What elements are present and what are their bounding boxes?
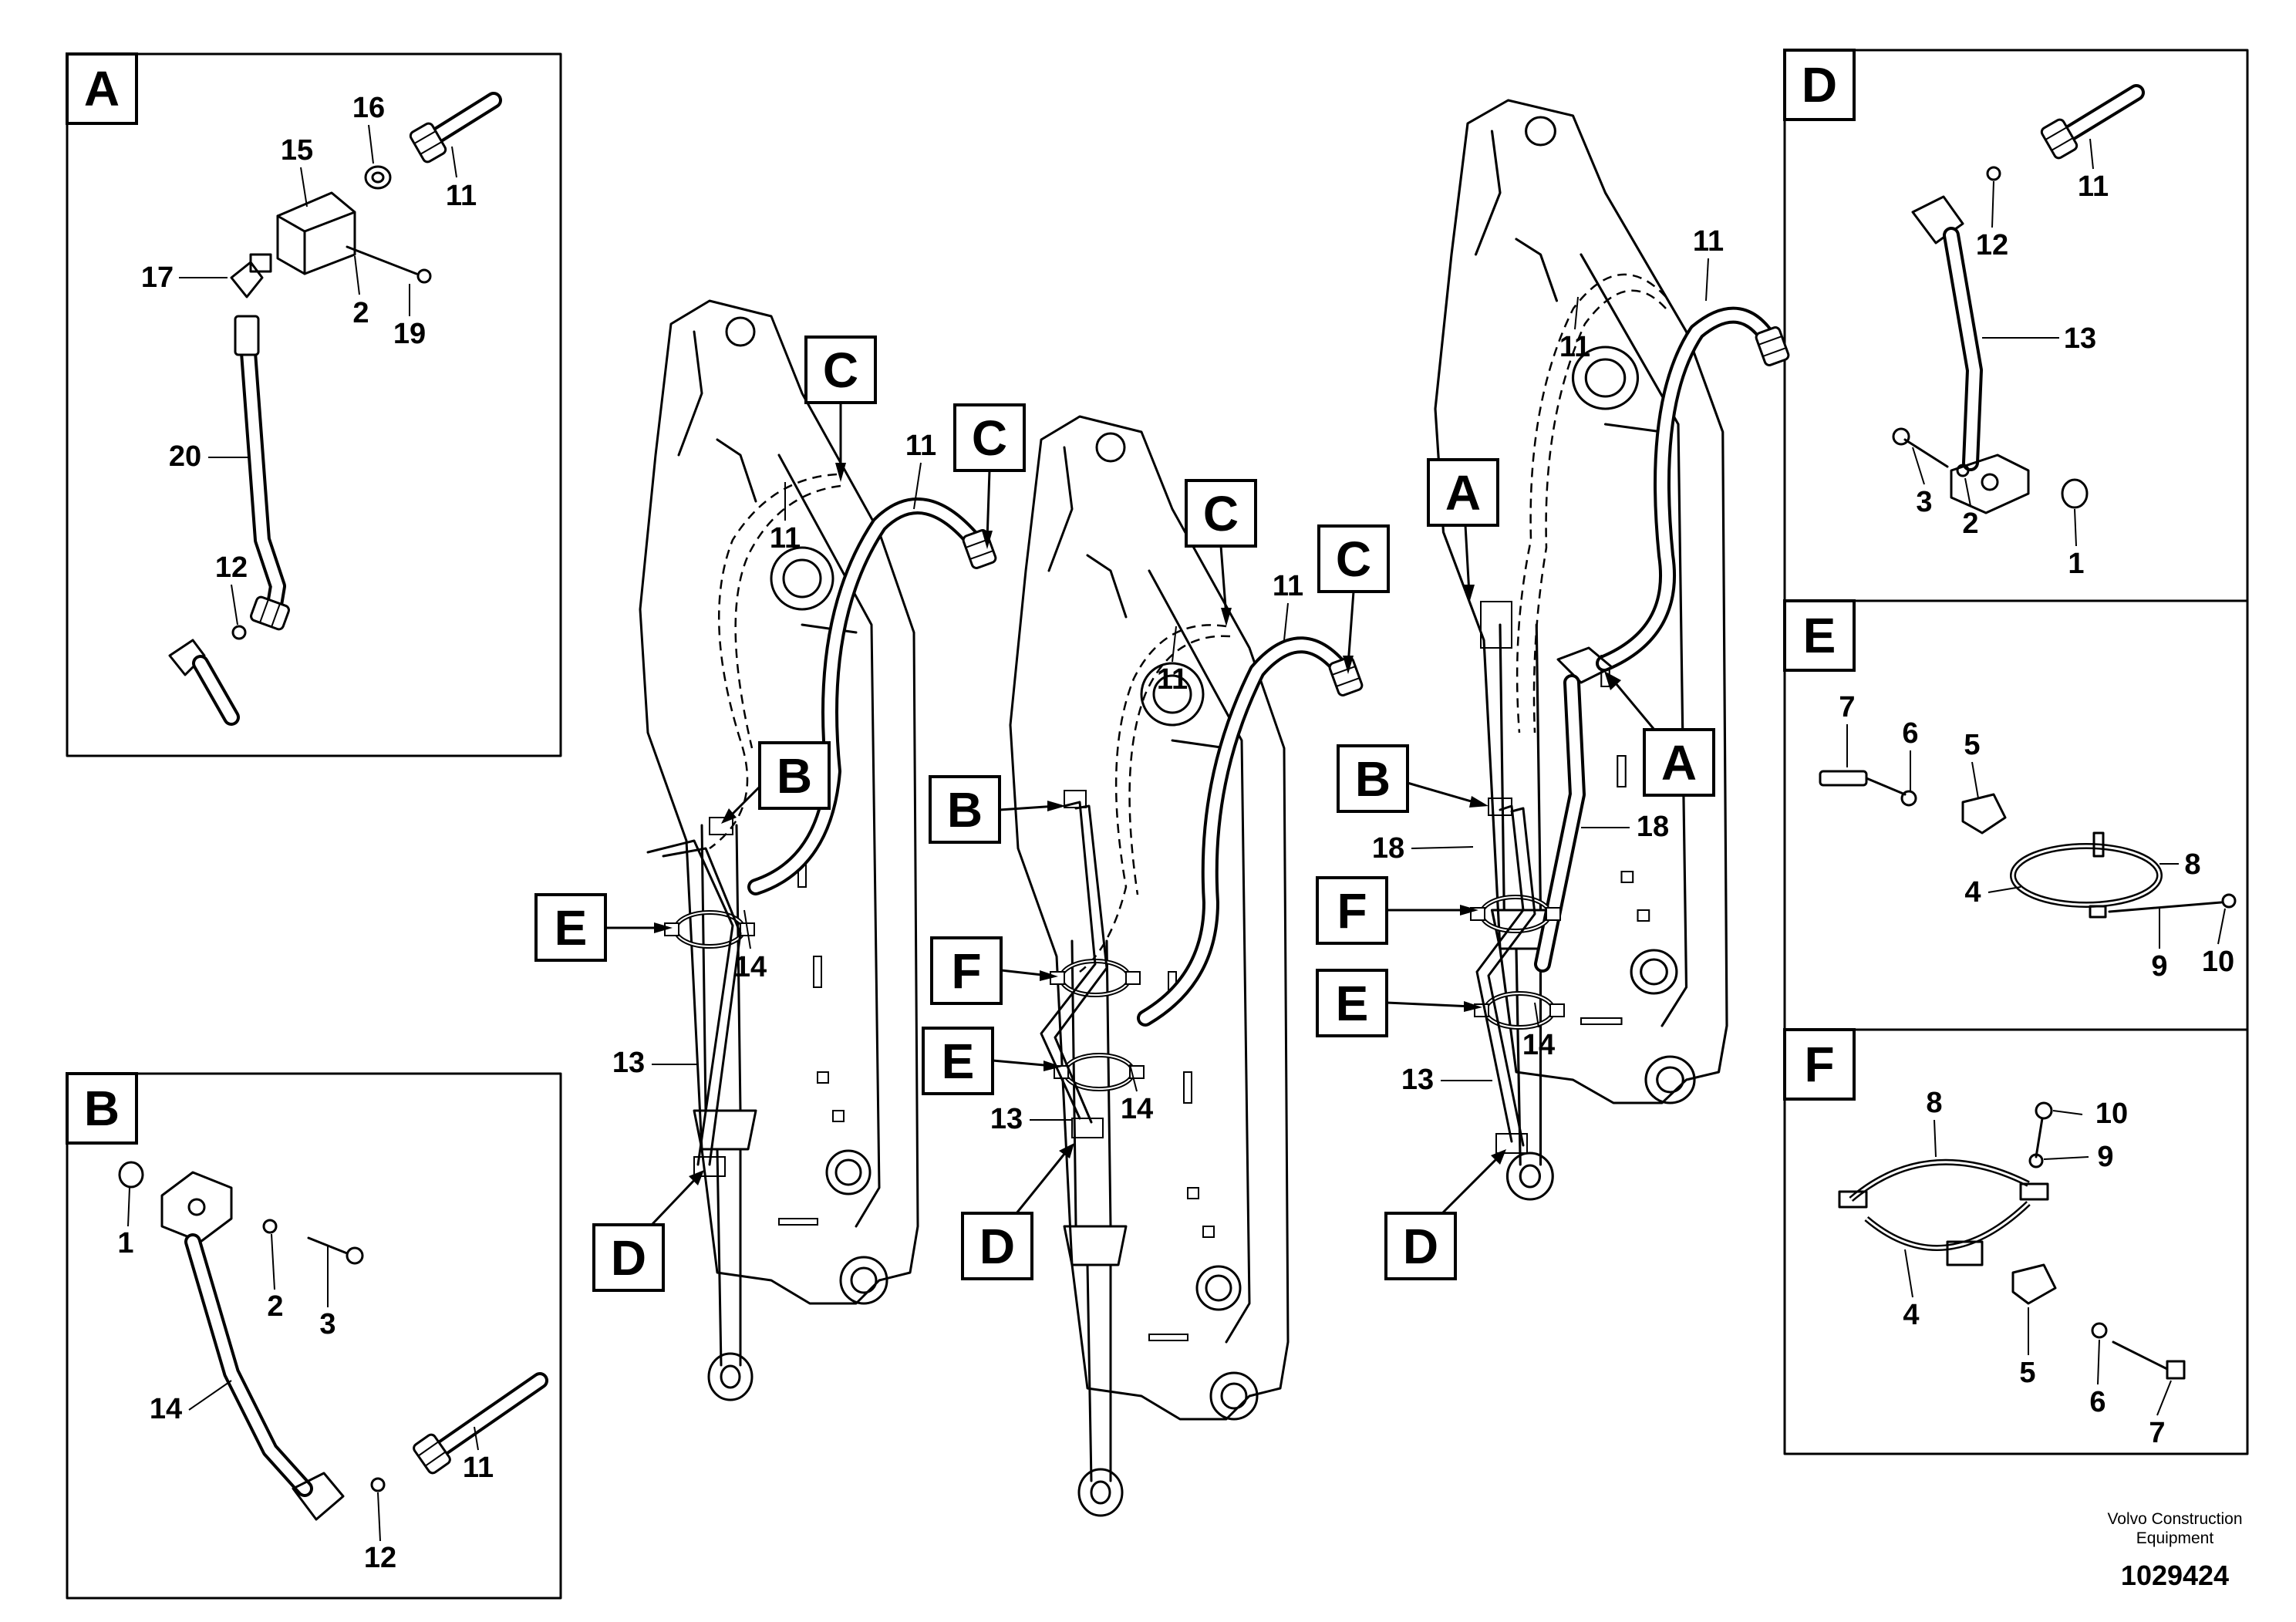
view-d-label-1: 1: [2068, 548, 2084, 580]
boom-right-ref-e: E: [1336, 976, 1369, 1031]
view-f-drawing: [1838, 1101, 2186, 1380]
view-e-label-4: 4: [1964, 876, 1981, 909]
view-b-letter: B: [84, 1081, 120, 1136]
view-e-label-8: 8: [2184, 848, 2200, 881]
boom-middle-ref-b: B: [947, 782, 983, 838]
view-b-label-12: 12: [364, 1542, 396, 1574]
boom-middle-label-11b: 11: [1273, 570, 1303, 602]
boom-middle-ref-c1: C: [1203, 486, 1239, 541]
view-f-letter: F: [1804, 1037, 1834, 1092]
view-f-label-5: 5: [2019, 1357, 2035, 1389]
boom-middle-label-14: 14: [1121, 1093, 1153, 1125]
boom-left-label-14: 14: [734, 951, 767, 983]
view-b-label-1: 1: [117, 1227, 133, 1259]
view-a-label-15: 15: [281, 134, 313, 167]
view-b-label-11: 11: [463, 1452, 494, 1484]
boom-middle-label-11a: 11: [1157, 663, 1188, 696]
view-d-labels: 11 12 13 3 2 1: [1912, 138, 2109, 580]
boom-left-label-13: 13: [612, 1047, 645, 1079]
view-f-label-4: 4: [1903, 1299, 1919, 1331]
boom-left-ref-e: E: [555, 900, 588, 956]
view-b-label-14: 14: [150, 1393, 182, 1425]
boom-left: [639, 299, 999, 1401]
view-a-label-2: 2: [352, 297, 369, 329]
view-a-label-12: 12: [215, 551, 248, 584]
view-e-label-5: 5: [1964, 729, 1980, 761]
boom-right-label-18b: 18: [1637, 811, 1669, 843]
view-e-panel: E 7 6 5 8 4 9 10: [1783, 599, 2249, 1031]
view-f-panel: F 8 10 9 4 5 6: [1783, 1028, 2249, 1455]
boom-right-ref-d: D: [1403, 1219, 1438, 1274]
view-f-label-7: 7: [2149, 1417, 2165, 1449]
view-e-label-9: 9: [2151, 950, 2167, 983]
view-d-label-12: 12: [1976, 229, 2008, 261]
view-f-label-8: 8: [1926, 1087, 1942, 1119]
boom-left-label-11b: 11: [905, 430, 936, 462]
view-d-label-3: 3: [1916, 486, 1932, 518]
boom-middle-ref-c2: C: [1336, 531, 1371, 587]
boom-left-ref-d: D: [611, 1230, 646, 1286]
view-a-letter: A: [84, 61, 120, 116]
view-a-drawing: [168, 92, 502, 726]
boom-right-ref-a1: A: [1445, 465, 1481, 521]
view-a-label-20: 20: [169, 440, 201, 473]
company-name: Volvo Construction Equipment: [2107, 1510, 2243, 1547]
boom-right-refs: A A B F E D 11 11 18 18 14 13: [1316, 225, 1724, 1280]
view-e-labels: 7 6 5 8 4 9 10: [1839, 691, 2234, 983]
view-f-label-9: 9: [2097, 1141, 2113, 1173]
boom-middle-ref-e: E: [942, 1034, 975, 1089]
view-f-label-10: 10: [2095, 1098, 2128, 1130]
view-e-drawing: [1819, 770, 2237, 919]
boom-middle: [1009, 415, 1365, 1517]
boom-right-label-11a: 11: [1559, 331, 1590, 363]
boom-left-ref-c1: C: [823, 342, 858, 398]
view-d-label-13: 13: [2064, 322, 2096, 355]
view-b-label-2: 2: [267, 1290, 283, 1323]
boom-right: [1434, 99, 1792, 1201]
document-number: 1029424: [2120, 1560, 2230, 1591]
view-d-label-11: 11: [2078, 170, 2109, 203]
boom-right-ref-f: F: [1337, 883, 1367, 939]
boom-right-ref-a2: A: [1661, 735, 1697, 791]
boom-left-ref-c2: C: [972, 410, 1007, 466]
boom-right-label-13: 13: [1401, 1064, 1434, 1096]
boom-left-refs: C C B E D 11 11 14 13: [534, 336, 1026, 1292]
boom-right-label-18a: 18: [1372, 832, 1404, 865]
view-e-label-7: 7: [1839, 691, 1855, 723]
boom-right-label-11b: 11: [1693, 225, 1724, 258]
view-d-drawing: [1892, 84, 2145, 514]
view-d-letter: D: [1802, 57, 1837, 113]
boom-left-ref-b: B: [777, 748, 812, 804]
boom-right-label-14: 14: [1522, 1029, 1555, 1061]
view-a-label-16: 16: [352, 92, 385, 124]
boom-middle-refs: C C B F E D 11 11 14 13: [922, 479, 1390, 1280]
view-a-labels: 16 15 11 17 2 19 20 12: [141, 92, 477, 626]
view-f-label-6: 6: [2089, 1386, 2106, 1418]
view-b-label-3: 3: [319, 1308, 335, 1340]
boom-middle-ref-f: F: [951, 943, 981, 999]
boom-right-ref-b: B: [1355, 751, 1391, 807]
view-b-labels: 1 2 3 14 11 12: [117, 1187, 494, 1574]
view-e-label-10: 10: [2202, 946, 2234, 978]
view-a-label-11: 11: [446, 180, 477, 212]
view-e-label-6: 6: [1902, 717, 1918, 750]
view-d-label-2: 2: [1962, 508, 1978, 540]
boom-middle-label-13: 13: [990, 1103, 1023, 1135]
view-a-label-19: 19: [393, 318, 426, 350]
view-a-panel: A 16: [66, 52, 562, 757]
view-b-panel: B 1 2 3 14 11 12: [66, 1072, 562, 1600]
boom-left-label-11a: 11: [770, 522, 801, 555]
view-f-labels: 8 10 9 4 5 6 7: [1903, 1087, 2172, 1449]
boom-middle-ref-d: D: [979, 1219, 1015, 1274]
view-d-panel: D 11 12 13 3 2 1: [1783, 49, 2249, 602]
view-e-letter: E: [1803, 608, 1836, 663]
view-a-label-17: 17: [141, 261, 174, 294]
